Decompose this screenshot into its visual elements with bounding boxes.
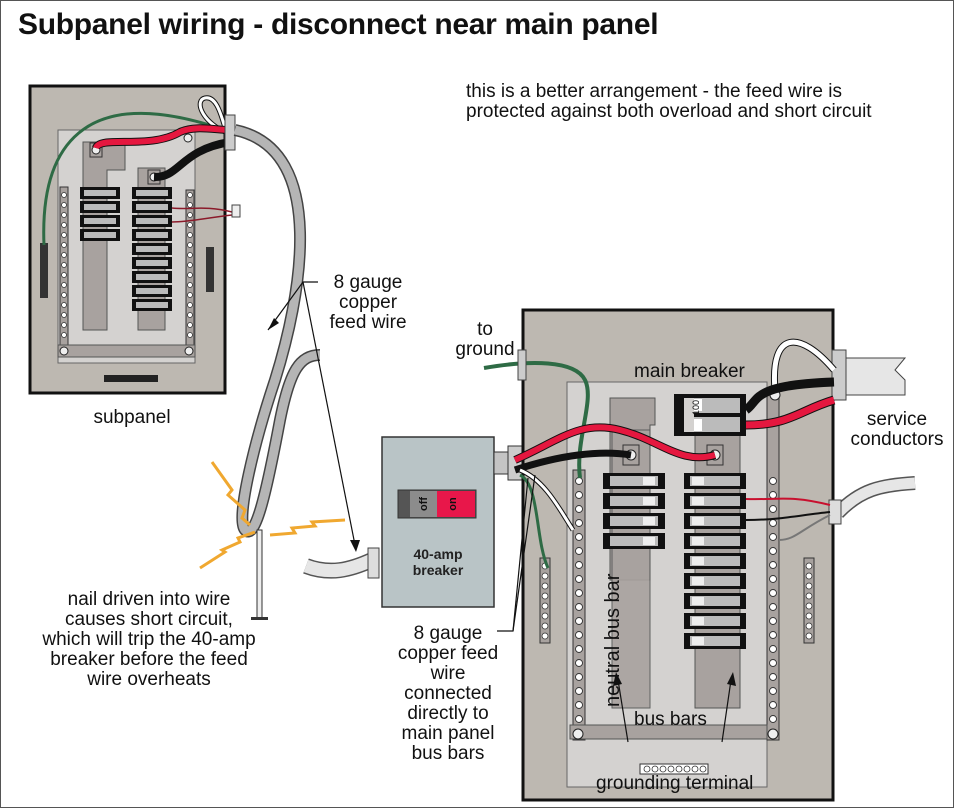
- disconnect-breaker-label: 40-amp breaker: [392, 546, 484, 578]
- subpanel-hot-wire-red: [93, 125, 231, 150]
- label-line: copper feed: [397, 643, 499, 664]
- bus-bars-label: bus bars: [634, 709, 707, 730]
- feed-neutral-wire: [519, 468, 575, 531]
- service-hot-red: [745, 396, 835, 429]
- label-line: to: [477, 319, 493, 340]
- subpanel-enclosure: [28, 84, 227, 395]
- leader-line: [617, 679, 629, 743]
- note-text: this is a better arrangement - the feed …: [466, 82, 872, 122]
- main-breaker-rating: 100: [691, 400, 701, 415]
- feed-wire-label-top: 8 gauge copper feed wire: [318, 273, 418, 333]
- label-line: 8 gauge: [333, 272, 403, 293]
- service-connector: [831, 349, 847, 401]
- subpanel-neutral-wire: [198, 96, 227, 134]
- switch-on-label: on: [447, 497, 459, 511]
- main-panel-connector: [507, 445, 523, 481]
- label-line: bus bars: [411, 743, 485, 764]
- label-line: main panel: [401, 723, 495, 744]
- label-line: which will trip the 40-amp: [42, 629, 256, 650]
- branch-circuit-wires: [171, 207, 233, 223]
- label-line: conductors: [850, 429, 944, 450]
- branch-connector: [231, 204, 241, 218]
- subpanel-ground-wire: [42, 111, 226, 246]
- switch-off-label: off: [418, 496, 430, 512]
- label-line: service: [866, 409, 928, 430]
- spark-icon: [199, 530, 256, 570]
- label-line: wire: [430, 663, 466, 684]
- main-breaker-label: main breaker: [634, 361, 745, 382]
- ground-wire-connector: [517, 349, 527, 381]
- disconnect-box: [381, 436, 495, 608]
- main-breaker[interactable]: [674, 394, 746, 436]
- switch-off-side[interactable]: [410, 491, 437, 517]
- leader-line: [512, 477, 529, 632]
- feed-black-wire: [513, 449, 632, 474]
- feed-red-wire: [513, 424, 716, 463]
- service-hot-black: [743, 377, 835, 414]
- arrow-icon: [727, 672, 736, 686]
- feed-wire-label-bottom: 8 gauge copper feed wire connected direc…: [392, 624, 504, 764]
- label-line: copper: [338, 292, 398, 313]
- note-line: this is a better arrangement - the feed …: [466, 81, 842, 102]
- branch-neutral-wire: [778, 514, 831, 541]
- subpanel-connector: [224, 114, 236, 151]
- service-neutral-wire: [771, 339, 836, 391]
- label-line: 8 gauge: [413, 623, 483, 644]
- spark-icon: [210, 461, 251, 527]
- to-ground-label: to ground: [445, 320, 525, 360]
- switch-on-side[interactable]: [437, 491, 475, 517]
- note-line: protected against both overload and shor…: [466, 101, 872, 122]
- arrow-icon: [350, 540, 360, 552]
- branch-black-wire: [745, 511, 831, 521]
- nail-head: [251, 617, 268, 620]
- label-line: ground: [455, 339, 515, 360]
- label-line: connected: [404, 683, 492, 704]
- label-line: breaker: [412, 562, 464, 578]
- neutral-bus-bar-label: neutral bus bar: [602, 573, 624, 707]
- nail-note-label: nail driven into wire causes short circu…: [14, 590, 284, 690]
- label-line: nail driven into wire: [67, 589, 231, 610]
- spark-icon: [269, 518, 346, 537]
- subpanel-hot-wire-black: [153, 138, 231, 182]
- service-conductors-label: service conductors: [842, 410, 952, 450]
- diagram-title: Subpanel wiring - disconnect near main p…: [18, 8, 659, 41]
- feed-cable: [233, 125, 321, 536]
- disconnect-cable-connector: [367, 547, 380, 579]
- branch-red-wire: [745, 497, 831, 506]
- label-line: breaker before the feed: [50, 649, 248, 670]
- grounding-terminal-label: grounding terminal: [596, 773, 754, 794]
- branch-cable-connector: [828, 499, 842, 525]
- feed-ground-wire: [519, 473, 550, 569]
- label-line: wire overheats: [87, 669, 211, 690]
- arrow-icon: [613, 672, 622, 686]
- leader-line: [302, 281, 356, 546]
- feed-cable-end: [303, 554, 375, 578]
- disconnect-nipple: [493, 451, 509, 475]
- label-line: 40-amp: [413, 546, 463, 562]
- branch-cable: [834, 477, 916, 517]
- label-line: feed wire: [329, 312, 407, 333]
- subpanel-label: subpanel: [93, 407, 171, 428]
- leader-line: [721, 679, 732, 743]
- arrow-icon: [268, 318, 279, 330]
- label-line: directly to: [407, 703, 489, 724]
- label-line: causes short circuit,: [65, 609, 233, 630]
